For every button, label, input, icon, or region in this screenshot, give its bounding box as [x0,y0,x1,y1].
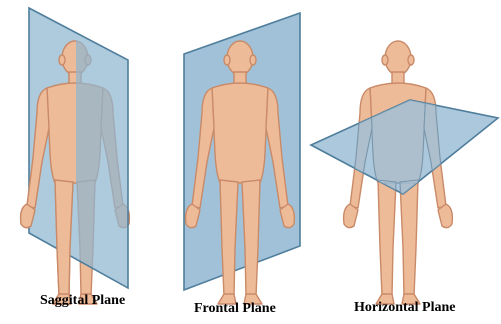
frontal-plane-figure [184,13,300,304]
horizontal-plane-caption: Horizontal Plane [354,300,456,316]
frontal-plane-caption: Frontal Plane [194,301,276,317]
horizontal-plane-figure [311,41,498,304]
sagittal-plane-figure [21,8,130,304]
sagittal-plane-caption: Saggital Plane [40,293,125,309]
